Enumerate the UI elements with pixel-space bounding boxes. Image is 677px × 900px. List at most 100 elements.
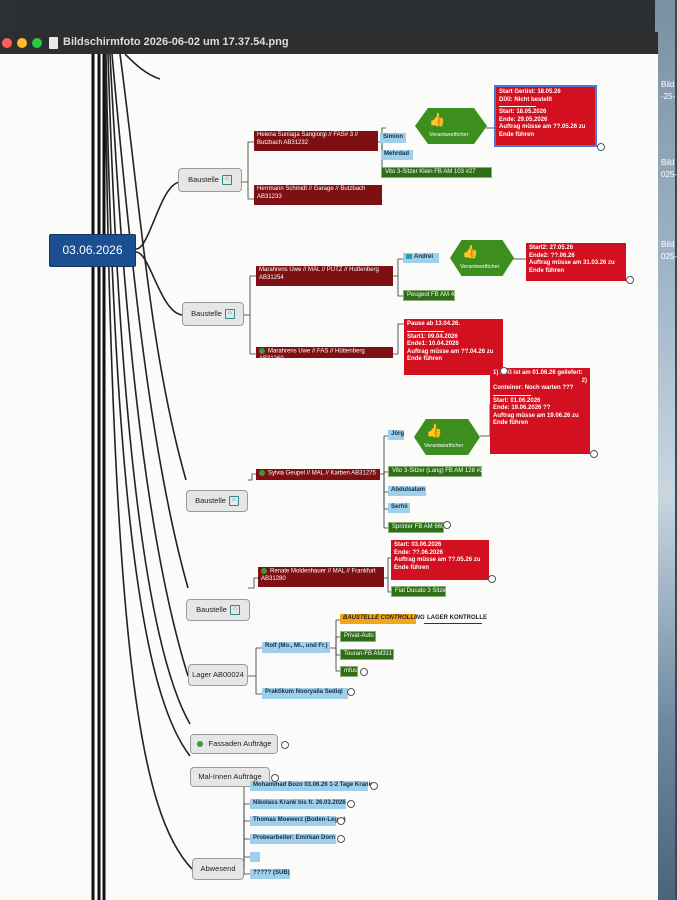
baustelle-label: Baustelle — [188, 175, 219, 185]
absence-item[interactable]: Probearbeiter: Emirkan Dorn — [250, 834, 336, 844]
baustelle-node-2[interactable]: Baustelle⌂ — [182, 302, 244, 326]
connector-lines — [91, 53, 526, 900]
status-dot — [259, 470, 265, 476]
site-label: Renate Moldenhauer // MAL // Frankfurt A… — [261, 568, 376, 583]
note-line: Conteiner: Noch warten ??? — [493, 385, 574, 391]
vehicle-node[interactable]: Vito 3-Sitzer (Lang) FB AM 128 #23 — [388, 466, 487, 477]
expand-toggle[interactable] — [597, 143, 605, 151]
preview-window: Bildschirmfoto 2026-06-02 um 17.37.54.pn… — [0, 32, 658, 900]
desktop-file-label[interactable]: Bild — [661, 240, 675, 249]
fassaden-node[interactable]: Fassaden Aufträge — [190, 734, 278, 754]
note-line: Auftrag müsse am ??.05.26 zu — [394, 557, 481, 563]
note-node[interactable]: Start: 03.06.2026 Ende: ??.06.2026 Auftr… — [391, 540, 489, 580]
vehicle-node[interactable]: Peugeot FB AM 42 — [403, 290, 457, 301]
lager-kontrolle-label[interactable]: LAGER KONTROLLE — [424, 614, 487, 624]
worker-node[interactable]: Jörg — [388, 430, 404, 440]
lager-node[interactable]: Lager AB00024 — [188, 664, 248, 686]
responsible-label: Verantwortlicher — [424, 443, 464, 449]
responsible-badge: 👍Verantwortlicher — [450, 240, 514, 276]
note-separator — [499, 106, 537, 107]
absence-item[interactable]: Thomas Moewerz (Boden-Leger) — [250, 816, 346, 826]
document-icon — [49, 37, 58, 49]
note-line: Auftrag müsse am ??.05.26 zu — [499, 124, 586, 130]
site-node[interactable]: Helena Sunlaga Sangiorgi // FAS# 3 // Bu… — [254, 131, 378, 151]
note-node[interactable]: Start Gerüst: 18.05.26 DIXI: Nicht beste… — [494, 85, 597, 147]
controlling-label[interactable]: BAUSTELLE CONTROLLING — [340, 614, 425, 624]
desktop-file-label[interactable]: 025- — [661, 252, 677, 261]
absence-item[interactable]: Mohammad Bozo 03.06.26 1-2 Tage Krank — [250, 781, 372, 791]
note-line: Ende: ??.06.2026 — [394, 549, 444, 556]
note-line: Auftrag müsse am 19.06.26 zu — [493, 412, 579, 419]
praktikum-node[interactable]: Praktikum Nooryalia Sediqi — [262, 688, 348, 699]
note-line: Ende führen — [493, 420, 529, 426]
note-line: Start: 18.05.2026 — [499, 109, 547, 115]
note-line: 2) — [581, 377, 587, 384]
worker-node[interactable]: Mehrdad — [381, 150, 413, 160]
note-line: Ende führen — [394, 564, 430, 571]
lager-item[interactable]: mfus — [340, 666, 358, 677]
absence-item[interactable]: ????? (SUB) — [250, 869, 290, 879]
responsible-badge: 👍Verantwortlicher — [415, 108, 487, 144]
expand-toggle[interactable] — [590, 450, 598, 458]
note-node[interactable]: Pause ab 13.04.26. Start1: 09.04.2026 En… — [404, 319, 503, 375]
note-line: Start2: 27.05.26 — [529, 245, 574, 251]
lager-item[interactable]: Privat-Auto — [340, 631, 376, 642]
expand-toggle[interactable] — [488, 575, 496, 583]
absence-item[interactable] — [250, 852, 260, 862]
root-node[interactable]: 03.06.2026 — [49, 234, 136, 267]
expand-toggle[interactable] — [370, 782, 378, 790]
status-dot — [196, 741, 203, 747]
worker-node[interactable]: Serhii — [388, 503, 410, 513]
worker-node[interactable]: Andrei — [403, 253, 439, 263]
baustelle-node-1[interactable]: Baustelle⌂ — [178, 168, 242, 192]
expand-toggle[interactable] — [347, 800, 355, 808]
desktop-file-label[interactable]: Bild — [661, 158, 675, 167]
baustelle-node-4[interactable]: Baustelle⌂ — [186, 599, 250, 621]
abwesend-node[interactable]: Abwesend — [192, 858, 244, 880]
expand-toggle[interactable] — [347, 688, 355, 696]
worker-node[interactable]: Abdulsalam — [388, 486, 426, 496]
site-icon: ⌂ — [224, 309, 235, 319]
lager-item[interactable]: Touran-FB AM311 — [340, 649, 394, 660]
baustelle-label: Baustelle — [196, 605, 227, 615]
desktop-file-label[interactable]: 025- — [661, 170, 677, 179]
vehicle-node[interactable]: Sprinter FB AM 660 — [388, 522, 444, 533]
note-separator — [407, 330, 445, 332]
vehicle-node[interactable]: Fiat Ducato 3 Sitze — [391, 586, 446, 597]
status-dot — [261, 568, 267, 574]
minimize-window-button[interactable] — [17, 38, 27, 48]
note-node[interactable]: Start2: 27.05.26 Ende2: ??.06.26 Auftrag… — [526, 243, 626, 281]
site-node[interactable]: Renate Moldenhauer // MAL // Frankfurt A… — [258, 567, 384, 587]
expand-toggle[interactable] — [337, 817, 345, 825]
expand-toggle[interactable] — [626, 276, 634, 284]
rolf-node[interactable]: Rolf (Mo., Mi., und Fr.) — [262, 642, 330, 653]
worker-node[interactable]: Simion — [380, 133, 406, 143]
vehicle-node[interactable]: Vito 3-Sitzer Klein FB AM 103 #27 — [381, 167, 492, 178]
responsible-badge: 👍Verantwortlicher — [414, 419, 480, 455]
note-line: Ende führen — [499, 131, 535, 138]
site-node[interactable]: Marahrens Uwe // MAL // PUTZ // Huttenbe… — [256, 266, 393, 286]
close-window-button[interactable] — [2, 38, 12, 48]
absence-item[interactable]: Nikolass Krank bis fr. 26.03.2026 — [250, 799, 346, 809]
expand-toggle[interactable] — [360, 668, 368, 676]
expand-toggle[interactable] — [337, 835, 345, 843]
responsible-label: Verantwortlicher — [460, 264, 500, 270]
expand-toggle[interactable] — [271, 774, 279, 782]
zoom-window-button[interactable] — [32, 38, 42, 48]
note-line: Auftrag müsse am ??.04.26 zu — [407, 348, 494, 355]
note-line: Start1: 09.04.2026 — [407, 333, 458, 340]
desktop-file-label[interactable]: -25- — [661, 92, 676, 101]
note-line: Ende1: 10.04.2026 — [407, 341, 459, 347]
expand-toggle[interactable] — [500, 367, 508, 375]
desktop-file-label[interactable]: Bild — [661, 80, 675, 89]
site-node[interactable]: Sylvia Geupel // MAL // Karben AB31275 — [256, 469, 380, 480]
site-node[interactable]: Herrmann Schmidt // Garage // Butzbach A… — [254, 185, 382, 205]
site-node[interactable]: Marahrens Uwe // FAS // Hüttenberg AB312… — [256, 347, 393, 362]
expand-toggle[interactable] — [281, 741, 289, 749]
baustelle-node-3[interactable]: Baustelle⌂ — [186, 490, 248, 512]
note-line: 1) DIXI ist am 01.06.26 geliefert: — [493, 370, 583, 376]
note-node[interactable]: 1) DIXI ist am 01.06.26 geliefert: 2) Co… — [490, 368, 590, 454]
expand-toggle[interactable] — [443, 521, 451, 529]
worker-label: Andrei — [414, 254, 434, 261]
window-title: Bildschirmfoto 2026-06-02 um 17.37.54.pn… — [63, 36, 289, 48]
